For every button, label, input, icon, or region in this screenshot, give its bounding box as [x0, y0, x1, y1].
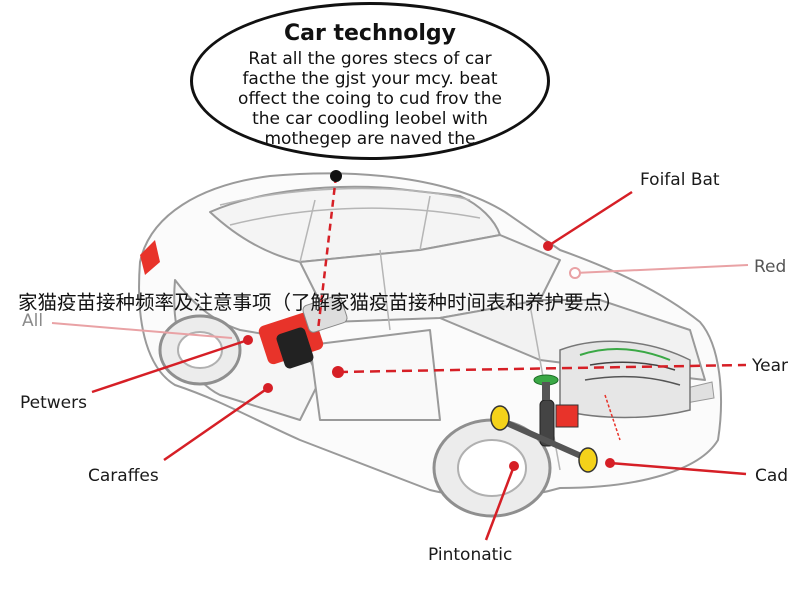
label-year: Year	[752, 356, 788, 376]
bubble-line: offect the coing to cud frov the	[238, 89, 502, 109]
speech-bubble-icon: Car technolgy Rat all the gores stecs of…	[190, 2, 550, 160]
bubble-title: Car technolgy	[283, 21, 457, 46]
label-foifal-bat: Foifal Bat	[640, 170, 720, 190]
label-petwers: Petwers	[20, 393, 87, 413]
callout-caraffes	[163, 386, 269, 462]
overlay-banner-text: 家猫疫苗接种频率及注意事项（了解家猫疫苗接种时间表和养护要点）	[18, 291, 623, 314]
bubble-line: facthe the gjst your mcy. beat	[242, 69, 498, 89]
label-pintonatic: Pintonatic	[428, 545, 513, 565]
bubble-line: Rat all the gores stecs of car	[248, 49, 492, 69]
seat-component	[258, 295, 348, 369]
label-caraffes: Caraffes	[88, 466, 159, 486]
label-cad: Cad	[755, 466, 789, 486]
label-red: Red	[754, 257, 787, 277]
callout-cad	[609, 461, 747, 476]
callout-top	[316, 175, 338, 331]
callout-year	[337, 363, 747, 374]
wheel-rear	[158, 314, 242, 386]
callout-foifal-bat	[547, 190, 633, 248]
label-all: All	[22, 311, 44, 331]
bubble-line: mothegep are naved the	[264, 129, 476, 149]
callout-dots	[243, 170, 615, 471]
tail-light	[140, 240, 160, 275]
callout-red	[574, 264, 749, 274]
engine-component	[490, 340, 691, 473]
callout-all	[51, 322, 233, 339]
callout-pintonatic	[484, 465, 516, 541]
callout-lines	[51, 175, 749, 541]
callout-petwers	[91, 338, 249, 394]
bubble-line: the car coodling leobel with	[252, 109, 488, 129]
